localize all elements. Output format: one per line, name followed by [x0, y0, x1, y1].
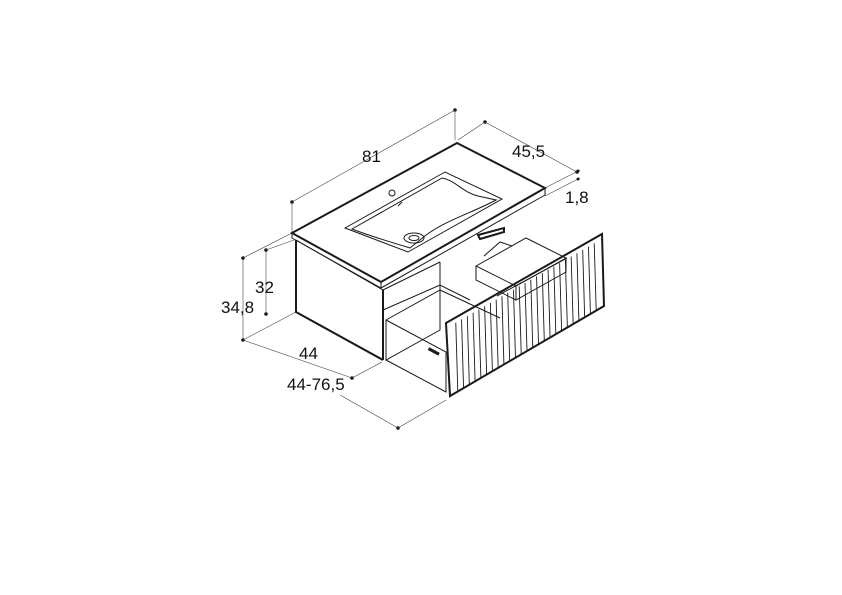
drawer-rib: [547, 269, 551, 338]
drawer-rib: [461, 319, 464, 388]
drawer-rib: [507, 292, 511, 361]
basin: [343, 171, 504, 253]
dimension-heights: [241, 232, 297, 342]
drawer-rib: [553, 266, 557, 335]
drawer-rib: [559, 263, 563, 332]
label-depth: 45,5: [512, 142, 545, 161]
drawer-rib: [455, 322, 459, 391]
label-width: 81: [362, 147, 381, 166]
label-cabinet-height: 32: [255, 278, 274, 297]
dimension-top-thickness: [544, 169, 581, 197]
drawer-rib: [472, 312, 476, 381]
drawer-rib: [513, 289, 516, 358]
label-total-height: 34,8: [221, 298, 254, 317]
open-drawer: [385, 289, 501, 393]
organizer-tray: [474, 226, 568, 301]
cabinet-body: [295, 239, 471, 361]
drawer-rib: [530, 279, 534, 348]
label-drawer-extension: 44-76,5: [287, 375, 345, 394]
drawer-rib: [501, 296, 505, 365]
drawer-rib: [489, 302, 493, 371]
drawer-rib: [495, 299, 499, 368]
drawer-rib: [536, 276, 539, 345]
drawer-rib: [541, 273, 545, 342]
drawer-rib: [593, 243, 597, 312]
drawer-front: [444, 232, 606, 398]
countertop: [289, 141, 548, 289]
drawer-rib: [576, 253, 580, 322]
label-cabinet-depth: 44: [299, 344, 318, 363]
label-top-thickness: 1,8: [565, 188, 589, 207]
dimension-width: [290, 108, 457, 232]
drawer-rib: [478, 309, 482, 378]
drawer-rib: [524, 282, 528, 352]
drawer-rib: [466, 316, 470, 385]
drawer-rib: [570, 256, 574, 325]
drawer-rib: [582, 249, 586, 318]
drawer-rib: [518, 286, 522, 355]
drawer-rib: [588, 246, 591, 315]
drawer-rib: [484, 306, 488, 375]
dimension-cabinet-depth: [242, 339, 447, 430]
